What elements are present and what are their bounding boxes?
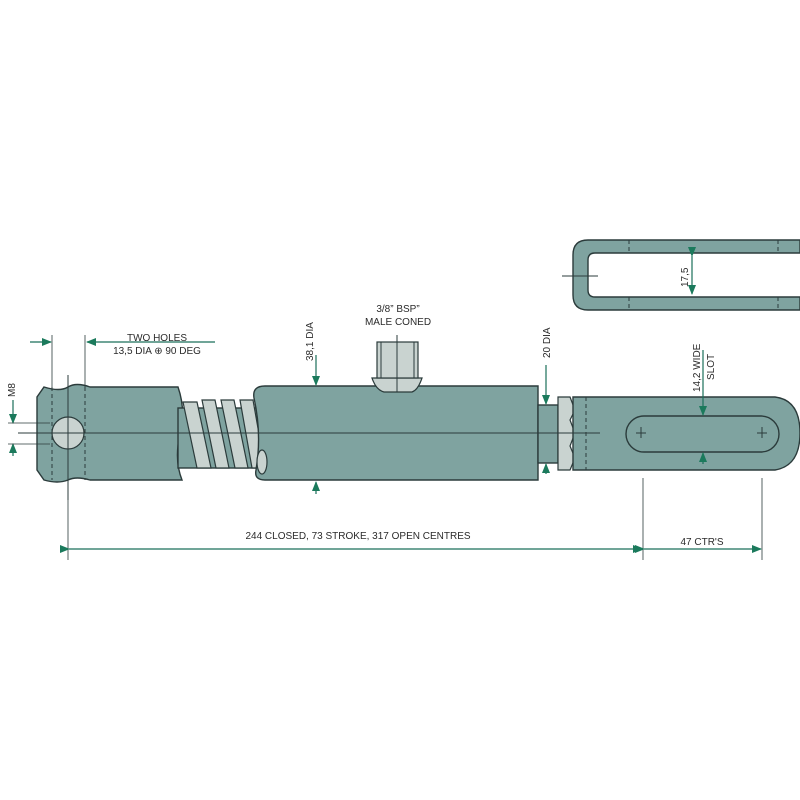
m8-label: M8 bbox=[7, 383, 18, 397]
fork-top-view bbox=[562, 239, 800, 311]
fork-gap-label: 17,5 bbox=[680, 267, 691, 287]
overall-length-label: 244 CLOSED, 73 STROKE, 317 OPEN CENTRES bbox=[245, 531, 470, 542]
port-label-1: 3/8” BSP” bbox=[376, 304, 419, 315]
port-label-2: MALE CONED bbox=[365, 317, 431, 328]
slot bbox=[625, 415, 780, 453]
rod-dia-label: 20 DIA bbox=[542, 327, 553, 358]
two-holes-label: TWO HOLES bbox=[127, 333, 187, 344]
slot-centres-label: 47 CTR'S bbox=[680, 537, 723, 548]
slot-label-2: SLOT bbox=[706, 354, 717, 380]
dimension-lines bbox=[8, 335, 763, 560]
slot-label-1: 14,2 WIDE bbox=[692, 343, 703, 392]
spring bbox=[177, 399, 266, 469]
hydraulic-port bbox=[371, 335, 423, 393]
hole-spec-label: 13,5 DIA ⊕ 90 DEG bbox=[113, 346, 201, 357]
body-dia-label: 38,1 DIA bbox=[305, 322, 316, 361]
